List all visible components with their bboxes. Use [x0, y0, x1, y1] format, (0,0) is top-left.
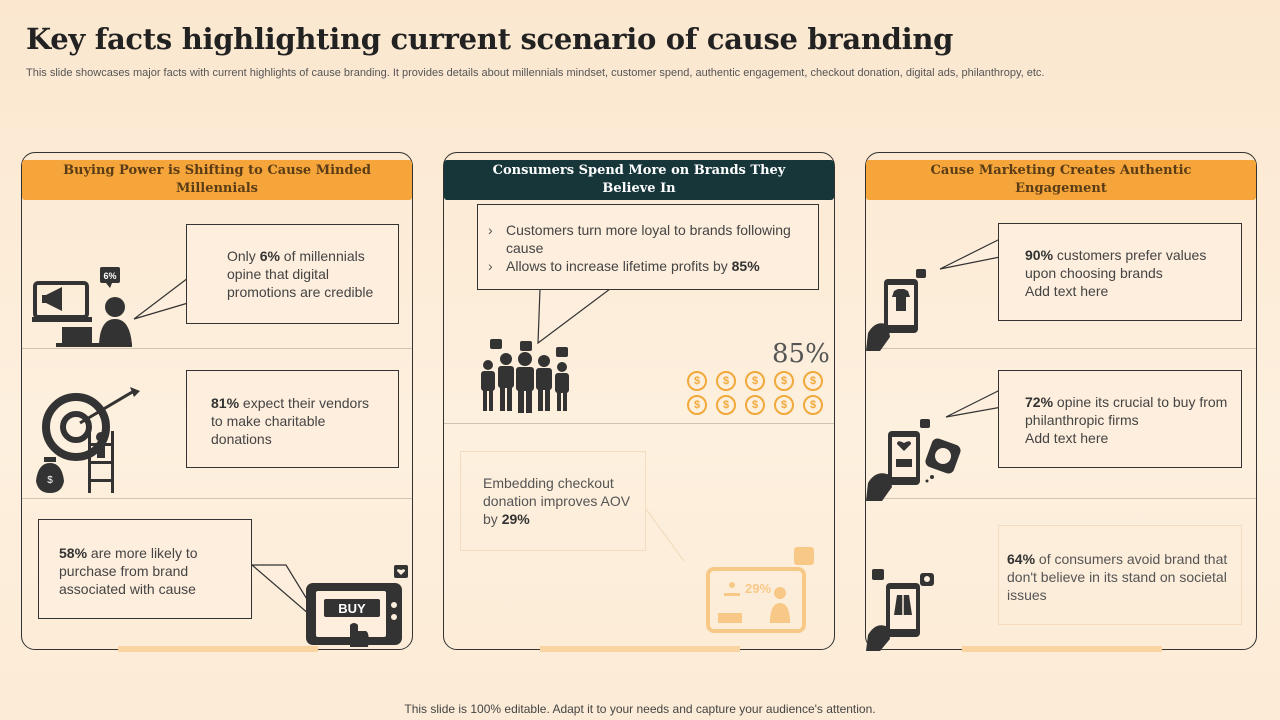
bullet-list: Customers turn more loyal to brands foll… — [486, 221, 804, 275]
donation-phone-icon — [866, 417, 966, 501]
panel-header: Buying Power is Shifting to Cause Minded… — [22, 160, 412, 200]
percent-figure: 85% — [772, 339, 830, 369]
dollar-coin-icon: $ — [774, 371, 794, 391]
checkout-screen-icon: 29% — [704, 547, 824, 637]
fact-text: 58% are more likely to purchase from bra… — [59, 545, 198, 597]
accent-bar — [118, 646, 318, 652]
dollar-coin-icon: $ — [687, 395, 707, 415]
svg-text:$: $ — [47, 475, 53, 486]
dollar-coin-icon: $ — [803, 371, 823, 391]
fact-callout: Only 6% of millennials opine that digita… — [186, 224, 399, 324]
fact-text: 81% expect their vendors to make charita… — [211, 395, 369, 447]
dollar-coin-icon: $ — [716, 371, 736, 391]
bullet-item: Customers turn more loyal to brands foll… — [486, 221, 804, 257]
target-ladder-icon: $ — [36, 385, 146, 497]
fact-callout: 81% expect their vendors to make charita… — [186, 370, 399, 468]
dollar-coin-icon: $ — [803, 395, 823, 415]
panel-consumers-spend: Consumers Spend More on Brands They Beli… — [443, 152, 835, 652]
fact-callout: 72% opine its crucial to buy from philan… — [998, 370, 1242, 468]
online-ad-laptop-icon: 6% — [32, 261, 142, 351]
dollar-coin-icon: $ — [774, 395, 794, 415]
page-title: Key facts highlighting current scenario … — [26, 22, 954, 56]
bullets-callout: Customers turn more loyal to brands foll… — [477, 204, 819, 290]
fact-callout: 90% customers prefer values upon choosin… — [998, 223, 1242, 321]
percent-badge: 6% — [103, 271, 116, 281]
callout-pointer — [939, 238, 1001, 270]
buy-phone-icon: BUY — [304, 565, 412, 647]
panel-header: Cause Marketing Creates Authentic Engage… — [866, 160, 1256, 200]
bullet-item: Allows to increase lifetime profits by 8… — [486, 257, 804, 275]
divider — [866, 498, 1256, 499]
screen-percent: 29% — [745, 581, 771, 596]
placeholder-text: Add text here — [1025, 430, 1109, 446]
divider — [22, 348, 412, 349]
group-people-icon — [478, 339, 572, 413]
divider — [444, 423, 834, 424]
fact-text: 90% customers prefer values upon choosin… — [1025, 247, 1207, 281]
fact-text: 64% of consumers avoid brand that don't … — [1007, 551, 1228, 603]
jacket-phone-icon — [866, 567, 942, 651]
dollar-coin-icon: $ — [687, 371, 707, 391]
dollar-coin-icon: $ — [716, 395, 736, 415]
divider — [22, 498, 412, 499]
shirt-phone-icon — [866, 267, 936, 351]
accent-bar — [540, 646, 740, 652]
divider — [866, 348, 1256, 349]
placeholder-text: Add text here — [1025, 283, 1109, 299]
fact-callout: 64% of consumers avoid brand that don't … — [998, 525, 1242, 625]
fact-callout: 58% are more likely to purchase from bra… — [38, 519, 252, 619]
coin-row: $ $ $ $ $ — [687, 371, 823, 391]
coin-row: $ $ $ $ $ — [687, 395, 823, 415]
accent-bar — [962, 646, 1162, 652]
callout-pointer — [537, 288, 612, 345]
footer-note: This slide is 100% editable. Adapt it to… — [404, 702, 876, 716]
page-subtitle: This slide showcases major facts with cu… — [26, 67, 1045, 79]
panel-authentic-engagement: Cause Marketing Creates Authentic Engage… — [865, 152, 1257, 652]
callout-pointer — [645, 508, 685, 562]
checkout-callout: Embedding checkout donation improves AOV… — [460, 451, 646, 551]
panel-header: Consumers Spend More on Brands They Beli… — [444, 160, 834, 200]
fact-text: Only 6% of millennials opine that digita… — [227, 248, 374, 300]
dollar-coin-icon: $ — [745, 395, 765, 415]
fact-text: Embedding checkout donation improves AOV… — [483, 475, 631, 527]
panel-buying-power: Buying Power is Shifting to Cause Minded… — [21, 152, 413, 652]
buy-label: BUY — [338, 601, 366, 616]
dollar-coin-icon: $ — [745, 371, 765, 391]
fact-text: 72% opine its crucial to buy from philan… — [1025, 394, 1228, 428]
